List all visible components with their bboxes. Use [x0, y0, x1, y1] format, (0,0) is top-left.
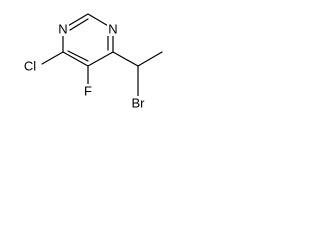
atom-n1-label: N [58, 22, 67, 37]
atom-f-label: F [84, 84, 92, 99]
bond-c4-ch [112, 51, 139, 67]
bond-c2-n1-inner [69, 18, 89, 31]
bond-c2-n1 [65, 13, 89, 28]
bond-c6-c5 [62, 51, 89, 67]
bond-c6-cl [41, 51, 64, 65]
molecule-structure: N N Cl F Br [18, 13, 163, 111]
bond-c2-n3 [87, 13, 111, 28]
atom-n3-label: N [108, 22, 117, 37]
bond-ch-ch3 [137, 51, 163, 67]
bond-c5-c4 [87, 51, 114, 67]
bond-c6-c5-inner [67, 50, 89, 62]
atom-br-label: Br [132, 96, 146, 111]
atom-cl-label: Cl [24, 59, 36, 74]
